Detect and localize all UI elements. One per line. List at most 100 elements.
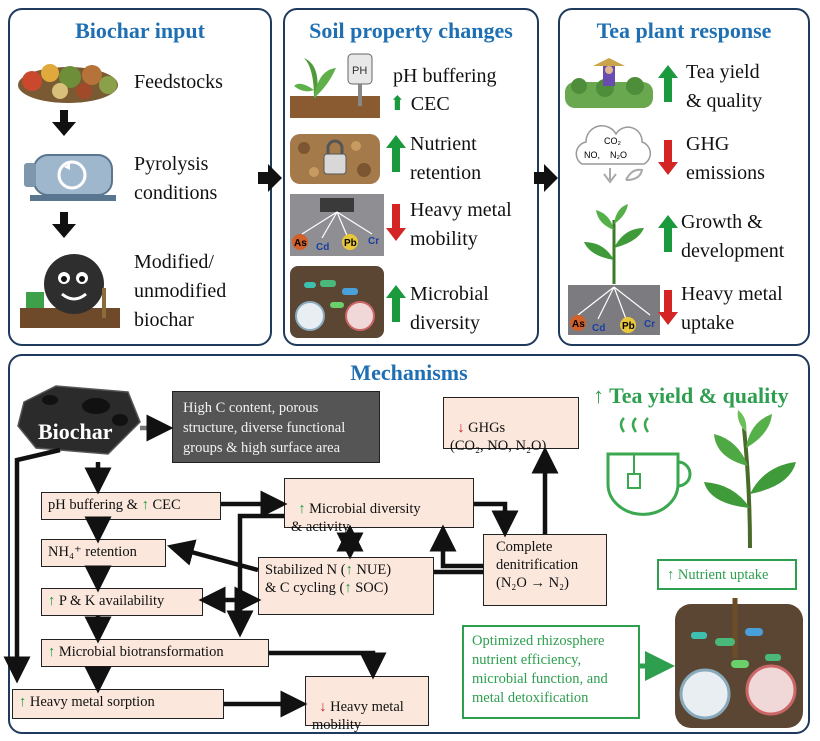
biochar-input-title: Biochar input (75, 18, 205, 43)
biotransformation-box: ↑ Microbial biotransformation (41, 639, 269, 667)
ph-cec-up-icon: ↑ (141, 497, 149, 513)
biochar-character-illustration (20, 248, 120, 328)
ph-probe-illustration: PH (290, 50, 380, 120)
rhizosphere-box: Optimized rhizosphere nutrient efficienc… (462, 625, 640, 719)
metal-pb: Pb (344, 238, 357, 249)
microbial-diversity-label: Microbial diversity (410, 283, 489, 334)
biochar-rock-illustration (16, 382, 144, 458)
flow-arrows (52, 110, 558, 238)
ghg-emissions-label: GHG emissions (686, 133, 765, 184)
down-arrow-2-icon (52, 212, 76, 238)
right-arrow-2-icon (534, 164, 558, 192)
metal-as: As (294, 238, 307, 249)
biochar-rock-label: Biochar (38, 419, 113, 444)
heavy-metal-sorption-box: ↑ Heavy metal sorption (12, 689, 224, 719)
tea-metal-cr: Cr (644, 319, 655, 330)
ph-buffering-label: pH buffering (393, 65, 497, 87)
soil-trend-arrows (386, 135, 406, 322)
gas-n2o: N₂O (610, 150, 627, 160)
feedstocks-illustration (14, 55, 122, 105)
biochar-label: Modified/ unmodified biochar (134, 251, 227, 331)
stab-n-2: NUE) (352, 562, 392, 578)
tea-yield-up-arrow-icon (658, 65, 678, 102)
pk-label: P & K availability (55, 593, 165, 609)
metal-cr: Cr (368, 236, 379, 247)
tea-branch-icon (700, 408, 800, 549)
gas-no: NO, (584, 150, 600, 160)
ph-cec-box: pH buffering & ↑ CEC (41, 492, 221, 520)
pyrolysis-label: Pyrolysis conditions (134, 153, 218, 204)
nutrient-uptake-box: ↑ Nutrient uptake (657, 559, 797, 590)
tea-metal-pb: Pb (622, 321, 635, 332)
stabilized-to-nh4-arrow (166, 539, 259, 573)
stab-c-2: SOC) (351, 580, 389, 596)
soil-changes-title: Soil property changes (309, 18, 513, 43)
down-arrow-1-icon (52, 110, 76, 136)
growth-label: Growth & development (681, 211, 785, 262)
gas-co2: CO₂ (604, 136, 622, 146)
tea-response-title: Tea plant response (596, 18, 772, 43)
heavy-metal-mobility-label: Heavy metal mobility (410, 199, 512, 250)
biotrans-label: Microbial biotransformation (55, 644, 224, 660)
feedstocks-label: Feedstocks (134, 71, 223, 93)
tea-metal-as: As (572, 319, 585, 330)
biotrans-to-hm-arrow (269, 650, 387, 680)
pk-up-icon: ↑ (48, 593, 56, 609)
gas-cloud-illustration: CO₂ NO, N₂O (568, 124, 658, 192)
mechanisms-title: Mechanisms (350, 360, 468, 385)
stab-n-up-icon: ↑ (345, 562, 353, 578)
stab-c-line: & C cycling (↑ SOC) (265, 579, 427, 597)
right-arrow-1-icon (258, 164, 282, 192)
metal-cd: Cd (316, 242, 329, 253)
tea-farmer-illustration (565, 52, 653, 108)
microbial-to-biotrans-arrow (226, 513, 284, 638)
hm-down-icon: ↓ (319, 699, 327, 715)
biochar-to-sorption-arrow (3, 447, 61, 684)
heavy-metal-mobility-box: ↓ Heavy metal mobility (305, 676, 429, 733)
heavy-metal-illustration: As Cd Pb Cr (290, 194, 384, 256)
nutrient-retention-label: Nutrient retention (410, 133, 482, 184)
nutrient-lock-illustration (290, 128, 380, 188)
denitrification-box: Complete denitrification (N₂O → N₂) (483, 534, 607, 606)
biotrans-up-icon: ↑ (48, 644, 56, 660)
microbial-diversity-box: ↑ Microbial diversity & activity (284, 478, 474, 535)
ph-cec-prefix: pH buffering & (48, 497, 142, 513)
cec-label: CEC (410, 93, 450, 115)
stab-n-1: Stabilized N ( (265, 562, 346, 578)
microbial-up-icon: ↑ (298, 501, 306, 517)
ph-cec-suffix: CEC (148, 497, 181, 513)
cec-row: ⬆ CEC (389, 90, 450, 118)
microbial-label: Microbial diversity & activity (291, 501, 421, 535)
stab-n-line: Stabilized N (↑ NUE) (265, 561, 427, 579)
tea-trend-arrows (658, 65, 678, 325)
uptake-down-arrow-icon (658, 290, 678, 325)
stab-c-up-icon: ↑ (344, 580, 352, 596)
tea-yield-quality-heading: ↑ Tea yield & quality (593, 383, 789, 408)
microbes-illustration (290, 266, 384, 338)
tea-cup-icon (604, 417, 696, 516)
nutrient-up-arrow-icon (386, 135, 406, 172)
tea-roots-metal-illustration: As Cd Pb Cr (568, 285, 660, 335)
ghgs-box: ↓ GHGs (CO₂, NO, N₂O) (443, 397, 579, 454)
hm-label: Heavy metal mobility (312, 699, 404, 733)
up-arrow-icon: ⬆ (389, 93, 406, 115)
tea-seedling-illustration (580, 200, 650, 286)
rhizosphere-soil-illustration (675, 598, 803, 730)
growth-up-arrow-icon (658, 215, 678, 252)
stabilized-n-box: Stabilized N (↑ NUE) & C cycling (↑ SOC) (258, 557, 434, 615)
ph-probe-label: PH (352, 65, 367, 77)
ghg-down-arrow-icon (658, 140, 678, 175)
heavy-metal-down-arrow-icon (386, 204, 406, 241)
denit-to-microbial-arrow (429, 524, 483, 569)
tea-yield-label: Tea yield & quality (686, 61, 763, 112)
sorption-label: Heavy metal sorption (26, 694, 155, 710)
uptake-label: Heavy metal uptake (681, 283, 783, 334)
pyrolysis-reactor-illustration (20, 145, 120, 205)
microbial-up-arrow-icon (386, 285, 406, 322)
ghg-down-icon: ↓ (457, 420, 465, 436)
pk-availability-box: ↑ P & K availability (41, 588, 203, 616)
nh4-retention-box: NH₄⁺ retention (41, 539, 166, 567)
sorption-up-icon: ↑ (19, 694, 27, 710)
